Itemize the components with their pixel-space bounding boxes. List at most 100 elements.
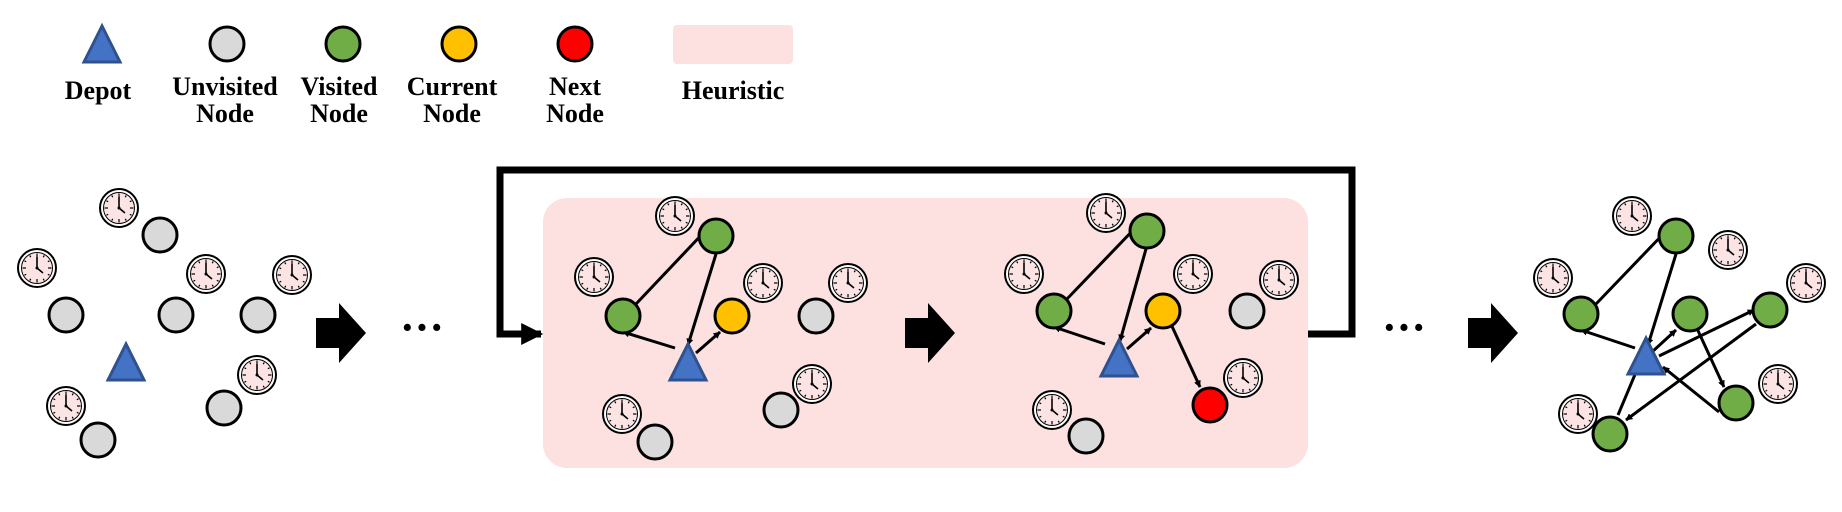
visited-node-icon xyxy=(324,25,362,63)
legend-current-label-line1: Current xyxy=(407,72,498,101)
clock-icon xyxy=(1173,254,1213,294)
legend-visited-node: Visited Node xyxy=(300,25,378,128)
clock-icon xyxy=(46,386,86,426)
route-edge xyxy=(1580,328,1636,350)
clock-icon xyxy=(237,355,277,395)
visited-node xyxy=(1128,212,1166,250)
unvisited-node xyxy=(636,423,674,461)
clock-icon xyxy=(1758,364,1798,404)
legend-current-label-line2: Node xyxy=(423,99,481,128)
unvisited-node xyxy=(47,296,85,334)
legend-heuristic: Heuristic xyxy=(673,25,793,105)
clock-icon xyxy=(17,248,57,288)
route-edge xyxy=(634,226,710,306)
route-edge xyxy=(1118,248,1148,342)
visited-node xyxy=(1751,291,1789,329)
clock-icon xyxy=(1259,260,1299,300)
ellipsis-left: ··· xyxy=(400,303,444,352)
visited-node xyxy=(1657,217,1695,255)
unvisited-node xyxy=(239,296,277,334)
visited-node xyxy=(1591,415,1629,453)
clock-icon xyxy=(1533,258,1573,298)
depot-icon xyxy=(81,22,123,64)
route-edge xyxy=(686,253,718,346)
legend-visited-label-line2: Node xyxy=(310,99,368,128)
current-node xyxy=(713,297,751,335)
depot-icon xyxy=(667,340,709,382)
clock-icon xyxy=(743,263,783,303)
ellipsis-right: ··· xyxy=(1382,303,1426,352)
clock-icon xyxy=(655,196,695,236)
legend-next-label-line2: Node xyxy=(546,99,604,128)
route-edge xyxy=(622,330,676,350)
legend-next-node: Next Node xyxy=(546,25,604,128)
unvisited-node xyxy=(1228,292,1266,330)
visited-node xyxy=(604,297,642,335)
clock-icon xyxy=(1004,254,1044,294)
clock-icon xyxy=(1558,394,1598,434)
step-arrow-2-icon xyxy=(905,303,955,363)
route-edge xyxy=(1650,328,1678,354)
clock-icon xyxy=(272,255,312,295)
visited-node xyxy=(1562,295,1600,333)
legend-unvisited-label-line2: Node xyxy=(196,99,254,128)
unvisited-node xyxy=(205,389,243,427)
next-node xyxy=(1191,386,1229,424)
clock-icon xyxy=(828,263,868,303)
panel-heuristic-step-b xyxy=(1004,193,1299,455)
step-arrow-1-icon xyxy=(316,303,366,363)
legend-current-node: Current Node xyxy=(407,25,498,128)
clock-icon xyxy=(574,257,614,297)
unvisited-node-icon xyxy=(208,25,246,63)
visited-node xyxy=(697,217,735,255)
clock-icon xyxy=(1786,263,1826,303)
panel-final-solution xyxy=(1533,196,1826,453)
clock-icon xyxy=(792,364,832,404)
visited-node xyxy=(1717,384,1755,422)
legend-unvisited-node: Unvisited Node xyxy=(172,25,278,128)
unvisited-node xyxy=(762,391,800,429)
route-edge xyxy=(1658,308,1755,358)
route-edge xyxy=(1625,322,1757,422)
route-edge xyxy=(1662,365,1720,414)
next-node-icon xyxy=(556,25,594,63)
route-edge xyxy=(1692,321,1726,388)
depot-icon xyxy=(1625,334,1667,376)
route-edge xyxy=(1168,321,1202,388)
clock-icon xyxy=(1612,196,1652,236)
route-edge xyxy=(1594,226,1671,306)
unvisited-node xyxy=(157,296,195,334)
step-arrow-3-icon xyxy=(1468,303,1518,363)
legend-unvisited-label-line1: Unvisited xyxy=(172,72,278,101)
clock-icon xyxy=(1032,390,1072,430)
route-edge xyxy=(1064,222,1141,302)
clock-icon xyxy=(99,188,139,228)
unvisited-node xyxy=(1067,417,1105,455)
route-edge xyxy=(1053,325,1106,346)
panel-initial xyxy=(17,188,312,459)
unvisited-node xyxy=(141,216,179,254)
clock-icon xyxy=(186,254,226,294)
visited-node xyxy=(1035,292,1073,330)
unvisited-node xyxy=(79,421,117,459)
route-edge xyxy=(1646,253,1678,346)
clock-icon xyxy=(1223,358,1263,398)
legend-visited-label-line1: Visited xyxy=(300,72,378,101)
depot-icon xyxy=(105,340,147,382)
legend-depot-label: Depot xyxy=(65,76,132,105)
depot-icon xyxy=(1098,336,1140,378)
heuristic-swatch-icon xyxy=(673,25,793,64)
legend-heuristic-label: Heuristic xyxy=(682,76,785,105)
clock-icon xyxy=(602,394,642,434)
loop-arrow-icon xyxy=(496,166,1356,345)
clock-icon xyxy=(1708,230,1748,270)
legend-next-label-line1: Next xyxy=(549,72,601,101)
current-node xyxy=(1144,292,1182,330)
panel-heuristic-step-a xyxy=(574,196,868,461)
current-node-icon xyxy=(440,25,478,63)
unvisited-node xyxy=(797,297,835,335)
clock-icon xyxy=(1086,193,1126,233)
route-edge xyxy=(695,330,721,355)
visited-node xyxy=(1671,295,1709,333)
